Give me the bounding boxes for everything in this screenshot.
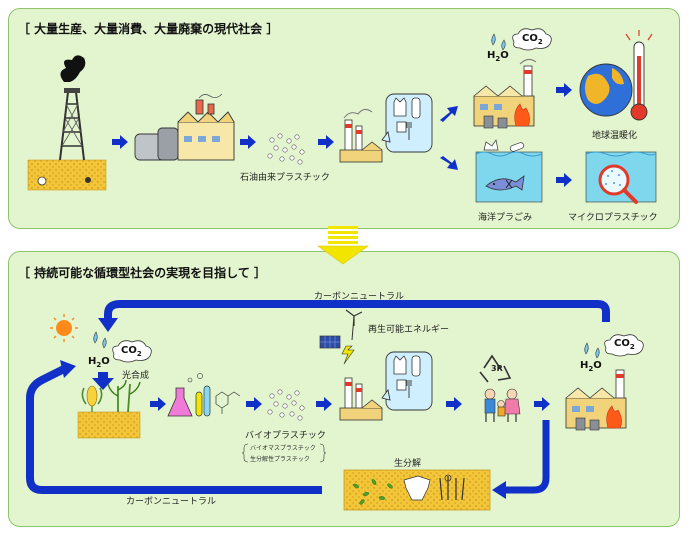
refinery-icon bbox=[134, 93, 235, 161]
label-ocean-plastic: 海洋プラごみ bbox=[478, 213, 533, 223]
ocean-plastic-icon bbox=[475, 139, 543, 203]
label-biodegradation: 生分解 bbox=[394, 459, 422, 469]
water-co2-left-icon bbox=[93, 331, 152, 363]
co2-label-left: CO2 bbox=[121, 345, 142, 358]
co2-label-right: CO2 bbox=[614, 338, 635, 351]
h2o-label-right: H2O bbox=[580, 360, 602, 373]
h2o-label-left: H2O bbox=[88, 356, 110, 369]
crops-icon bbox=[77, 379, 141, 439]
global-warming-icon bbox=[579, 30, 653, 121]
label-global-warming: 地球温暖化 bbox=[592, 131, 638, 141]
label-biomass-plastic: バイオマスプラスチック bbox=[250, 445, 316, 452]
current-society-panel bbox=[8, 8, 680, 229]
oil-derrick-icon bbox=[27, 55, 107, 191]
flow-arrows-top bbox=[112, 83, 572, 187]
label-renewable-energy: 再生可能エネルギー bbox=[368, 325, 450, 335]
biodegradation-soil-icon bbox=[343, 469, 491, 511]
label-biodegradable-plastic: 生分解性プラスチック bbox=[250, 456, 310, 463]
carbon-neutral-loop-bottom bbox=[26, 364, 322, 494]
plastic-factory-icon bbox=[339, 93, 433, 163]
flow-arrows-bottom bbox=[150, 397, 550, 411]
transition-arrow-icon bbox=[317, 226, 369, 265]
bioplastic-pellets-icon bbox=[267, 389, 305, 421]
bioplastic-brace-left bbox=[241, 443, 249, 463]
top-panel-title: ［ 大量生産、大量消費、大量廃棄の現代社会 ］ bbox=[18, 22, 279, 36]
co2-label-top: CO2 bbox=[522, 33, 543, 46]
to-biodegradation-arrow bbox=[504, 420, 550, 494]
label-carbon-neutral-top: カーボンニュートラル bbox=[314, 292, 405, 302]
lab-flasks-icon bbox=[167, 373, 241, 417]
photosynthesis-arrow bbox=[92, 372, 114, 390]
sun-icon bbox=[50, 314, 78, 342]
renewable-energy-icon bbox=[319, 309, 363, 365]
emitting-factory-bottom-icon bbox=[565, 334, 644, 431]
label-photosynthesis: 光合成 bbox=[122, 371, 150, 381]
label-bioplastic: バイオプラスチック bbox=[245, 431, 326, 441]
label-microplastic: マイクロプラスチック bbox=[568, 213, 658, 223]
label-petroleum-plastic: 石油由来プラスチック bbox=[240, 173, 330, 183]
microplastic-icon bbox=[585, 151, 657, 204]
carbon-neutral-loop-top bbox=[104, 300, 610, 322]
recycling-family-icon bbox=[479, 354, 521, 422]
label-3r: 3R bbox=[491, 364, 503, 373]
bioplastic-brace-right bbox=[319, 443, 327, 463]
plastic-pellets-icon bbox=[267, 133, 305, 165]
bioplastic-factory-icon bbox=[339, 351, 433, 421]
label-carbon-neutral-bottom: カーボンニュートラル bbox=[126, 497, 217, 507]
emitting-factory-icon bbox=[473, 28, 552, 129]
h2o-label-top: H2O bbox=[487, 50, 509, 63]
bottom-panel-title: ［ 持続可能な循環型社会の実現を目指して ］ bbox=[18, 266, 266, 280]
